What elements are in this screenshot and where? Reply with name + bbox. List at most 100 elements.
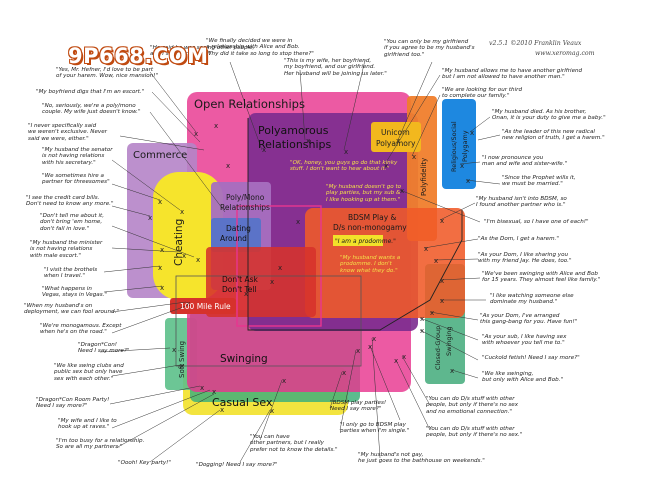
quote-right: "I like watching someone else dominate m… [490, 293, 574, 306]
svg-text:x: x [158, 264, 162, 272]
svg-text:x: x [278, 264, 282, 272]
label-polyamorous-2: Relationships [258, 138, 332, 151]
svg-text:x: x [368, 343, 372, 351]
quote-left: "What happens in Vegas, stays in Vegas." [42, 286, 107, 299]
quote-top: "This is my wife, her boyfriend, my boyf… [284, 58, 387, 77]
quote-right: "We like swinging, but only with Alice a… [482, 371, 564, 384]
region-outline-gray [175, 275, 362, 367]
svg-text:x: x [220, 406, 224, 414]
svg-text:x: x [440, 277, 444, 285]
svg-text:x: x [344, 148, 348, 156]
label-bdsm-quote: "I am a prodomme." [335, 238, 396, 245]
svg-text:x: x [450, 367, 454, 375]
label-swinging: Swinging [220, 353, 268, 365]
svg-text:x: x [470, 129, 474, 137]
quote-right: "As the leader of this new radical new r… [502, 129, 605, 142]
svg-text:x: x [372, 335, 376, 343]
svg-text:x: x [356, 347, 360, 355]
label-100-mile: 100 Mile Rule [180, 302, 231, 311]
svg-text:x: x [200, 384, 204, 392]
quote-left: "Yes, Mr. Hefner, I'd love to be part of… [56, 67, 159, 80]
label-dating-1: Dating [226, 224, 251, 233]
quote-left: "We're monogamous. Except when he's on t… [40, 323, 122, 336]
poly-quote-2: "My husband doesn't go to play parties, … [326, 184, 402, 203]
quote-right: "We are looking for our third to complet… [442, 87, 522, 100]
quote-left: "Dragon*Con! Need I say more?" [78, 342, 130, 355]
svg-text:x: x [270, 407, 274, 415]
svg-text:x: x [160, 246, 164, 254]
svg-text:x: x [306, 137, 310, 145]
svg-text:x: x [148, 214, 152, 222]
quote-bottom: "Dogging! Need I say more?" [196, 462, 278, 468]
region-bdsm-quote [333, 235, 383, 246]
svg-text:x: x [262, 146, 266, 154]
leader-lines [99, 59, 501, 463]
svg-text:x: x [430, 309, 434, 317]
quote-right: "My husband died. As his brother, Onan, … [492, 109, 606, 122]
svg-text:x: x [384, 162, 388, 170]
quote-bottom: "You can do D/s stuff with other people,… [426, 396, 519, 415]
quote-left: "My husband the senator is not having re… [42, 147, 113, 166]
quote-right: "Cuckold fetish! Need I say more?" [482, 355, 580, 361]
region-dating [211, 218, 261, 252]
region-religious [442, 99, 476, 189]
svg-text:x: x [180, 208, 184, 216]
quote-left: "I see the credit card bills. Don't need… [26, 195, 114, 208]
quote-bottom: "You can have other partners, but I real… [250, 434, 338, 453]
svg-text:x: x [396, 137, 400, 145]
svg-text:x: x [460, 162, 464, 170]
label-religious-2: Polygamy [461, 130, 469, 162]
quote-left: "I never specifically said we weren't ex… [28, 123, 107, 142]
svg-text:x: x [158, 198, 162, 206]
label-soft-swing: Soft Swing [178, 341, 186, 378]
region-outline-pink [236, 205, 322, 327]
label-dont-ask-2: Don't Tell [222, 285, 257, 294]
svg-text:x: x [160, 284, 164, 292]
svg-text:x: x [194, 130, 198, 138]
quote-left: "When my husband's on deployment, we can… [24, 303, 119, 316]
quote-bottom: "My husband's not gay, he just goes to t… [358, 452, 485, 465]
svg-text:x: x [342, 369, 346, 377]
quote-right: "As your sub, I like having sex with who… [482, 334, 567, 347]
svg-text:x: x [412, 153, 416, 161]
label-open-relationships: Open Relationships [194, 97, 305, 111]
quote-top: "You can only be my girlfriend if you ag… [384, 39, 475, 58]
label-commerce: Commerce [133, 150, 187, 161]
region-unicorn [371, 122, 421, 152]
label-religious-1: Religious/Social [450, 121, 458, 172]
quote-top: "We finally decided we were in a relatio… [206, 38, 314, 57]
svg-text:x: x [400, 187, 404, 195]
svg-text:x: x [226, 162, 230, 170]
svg-text:x: x [172, 346, 176, 354]
quote-left: "Oooh! Key party!" [118, 460, 171, 466]
quote-left: "Don't tell me about it, don't bring 'em… [40, 213, 104, 232]
region-100-mile [170, 298, 236, 314]
quote-right: "As the Dom, I get a harem." [478, 236, 559, 242]
svg-text:x: x [182, 252, 186, 260]
label-unicorn-2: Polyamory [376, 139, 416, 148]
label-casual-sex: Casual Sex [212, 396, 273, 409]
label-polyamorous-1: Polyamorous [258, 124, 329, 137]
quote-left: "No, seriously, we're a poly/mono couple… [42, 103, 141, 116]
label-unicorn-1: Unicorn [381, 128, 410, 137]
quote-right: "Since the Prophet wills it, we must be … [502, 175, 576, 188]
quote-right: "As your Dom, I like sharing you with my… [478, 252, 572, 265]
svg-text:x: x [420, 315, 424, 323]
quote-left: "My husband the minister is not having r… [30, 240, 103, 259]
svg-text:x: x [212, 388, 216, 396]
poly-quote-3: "My husband wants a prodomme. I don't kn… [340, 255, 401, 274]
quote-right: "I'm bisexual, so I have one of each!" [484, 219, 589, 225]
quote-right: "As your Dom, I've arranged this gang-ba… [480, 313, 578, 326]
svg-text:x: x [420, 327, 424, 335]
svg-text:x: x [214, 122, 218, 130]
svg-text:x: x [180, 362, 184, 370]
svg-text:x: x [270, 278, 274, 286]
quote-bottom: "You can do D/s stuff with other people,… [426, 426, 523, 439]
svg-text:x: x [296, 218, 300, 226]
svg-text:x: x [440, 297, 444, 305]
svg-text:x: x [466, 177, 470, 185]
svg-text:x: x [440, 217, 444, 225]
